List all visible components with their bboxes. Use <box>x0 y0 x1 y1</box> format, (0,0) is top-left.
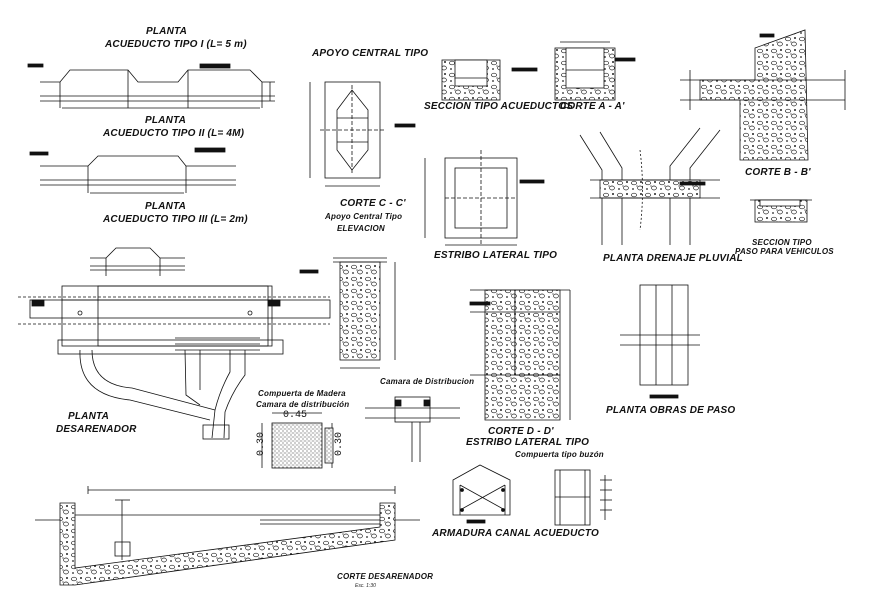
title-planta-3: PLANTA <box>145 201 187 212</box>
corte-aa <box>554 41 636 101</box>
title-corte-cc: CORTE C - C' <box>340 198 406 209</box>
apoyo-central-plan <box>309 81 416 187</box>
title-acueducto-tipo-3: ACUEDUCTO TIPO III (L= 2m) <box>103 214 248 225</box>
title-paso-vehiculos: PASO PARA VEHICULOS <box>735 247 834 256</box>
title-planta-obras-paso: PLANTA OBRAS DE PASO <box>606 405 736 416</box>
desarenador-plan <box>18 285 331 440</box>
acueducto-tipo-3-plan <box>90 247 185 276</box>
title-apoyo-central-tipo: Apoyo Central Tipo <box>325 212 403 221</box>
corte-bb <box>680 29 846 161</box>
title-corte-dd: CORTE D - D' <box>488 426 554 437</box>
acueducto-tipo-2-plan <box>29 147 236 194</box>
seccion-tipo-acueductos <box>441 59 538 101</box>
corte-dd-estribo <box>469 289 571 421</box>
seccion-paso-vehiculos <box>750 199 812 223</box>
dim-compuerta-height-right: 0.30 <box>334 432 345 457</box>
title-corte-desarenador: CORTE DESARENADOR <box>337 572 434 581</box>
title-planta-drenaje: PLANTA DRENAJE PLUVIAL <box>603 253 743 264</box>
title-planta-desarenador: PLANTA <box>68 411 110 422</box>
apoyo-central-elevacion <box>299 257 396 369</box>
dim-compuerta-width: 0.45 <box>283 410 308 421</box>
title-corte-bb: CORTE B - B' <box>745 167 811 178</box>
title-desarenador: DESARENADOR <box>56 424 137 435</box>
scale-corte-desarenador: Esc. 1:30 <box>355 583 376 589</box>
acueducto-tipo-1-plan <box>27 63 275 109</box>
title-planta-2: PLANTA <box>145 115 187 126</box>
title-estribo-lateral: ESTRIBO LATERAL TIPO <box>434 250 558 261</box>
title-compuerta-madera: Compuerta de Madera <box>258 389 346 398</box>
armadura-canal <box>452 464 511 524</box>
planta-obras-paso <box>620 284 700 399</box>
title-acueducto-tipo-1: ACUEDUCTO TIPO I (L= 5 m) <box>105 39 247 50</box>
title-planta-1: PLANTA <box>146 26 188 37</box>
corte-desarenador <box>35 486 420 586</box>
title-camara-distribucion-compuerta: Camara de distribución <box>256 400 350 409</box>
compuerta-buzon <box>554 469 612 526</box>
title-estribo-lateral-2: ESTRIBO LATERAL TIPO <box>466 437 590 448</box>
title-armadura-canal: ARMADURA CANAL ACUEDUCTO <box>432 528 600 539</box>
title-acueducto-tipo-2: ACUEDUCTO TIPO II (L= 4M) <box>103 128 245 139</box>
title-camara-distribucion: Camara de Distribucion <box>380 377 475 386</box>
title-apoyo-central: APOYO CENTRAL TIPO <box>312 48 429 59</box>
estribo-lateral-plan <box>424 150 545 246</box>
title-corte-aa: CORTE A - A' <box>560 101 625 112</box>
title-seccion-tipo: SECCION TIPO <box>752 238 812 247</box>
compuerta-madera <box>261 412 334 469</box>
camara-distribucion <box>365 396 460 462</box>
title-seccion-acueductos: SECCION TIPO ACUEDUCTOS <box>424 101 574 112</box>
title-elevacion: ELEVACION <box>337 224 385 233</box>
dim-compuerta-height-left: 0.30 <box>256 432 267 457</box>
title-compuerta-buzon: Compuerta tipo buzón <box>515 450 604 459</box>
planta-drenaje-pluvial <box>579 127 721 245</box>
